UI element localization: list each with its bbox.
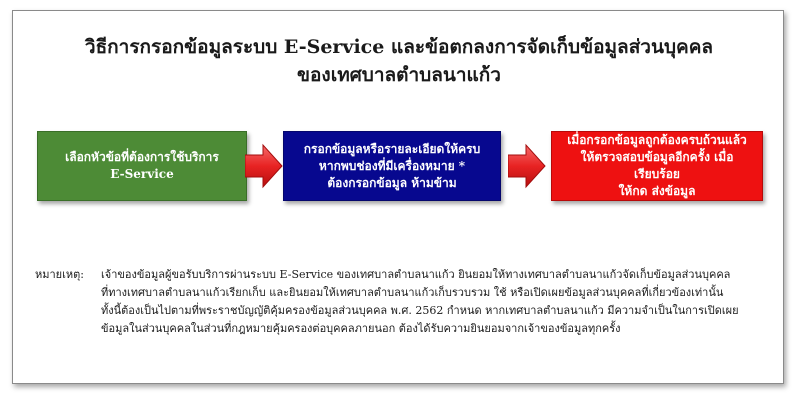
info-panel: วิธีการกรอกข้อมูลระบบ E-Service และข้อตก…: [12, 10, 784, 384]
step-fill-details: กรอกข้อมูลหรือรายละเอียดให้ครบ หากพบช่อง…: [283, 131, 501, 201]
step-select-service: เลือกหัวข้อที่ต้องการใช้บริการ E-Service: [37, 131, 247, 201]
step-1-line-1: เลือกหัวข้อที่ต้องการใช้บริการ: [65, 150, 219, 164]
step-2-line-3: ต้องกรอกข้อมูล ห้ามข้าม: [327, 175, 457, 190]
note-line-1: เจ้าของข้อมูลผู้ขอรับบริการผ่านระบบ E-Se…: [101, 268, 731, 281]
page-title-line-2: ของเทศบาลตำบลนาแก้ว: [297, 64, 501, 86]
note-line-3: ทั้งนี้ต้องเป็นไปตามที่พระราชบัญญัติคุ้ม…: [101, 304, 739, 317]
arrow-right-icon: [508, 143, 546, 189]
page-title: วิธีการกรอกข้อมูลระบบ E-Service และข้อตก…: [13, 33, 785, 89]
step-2-line-1: กรอกข้อมูลหรือรายละเอียดให้ครบ: [303, 141, 481, 156]
note-text: เจ้าของข้อมูลผู้ขอรับบริการผ่านระบบ E-Se…: [101, 266, 781, 338]
note-line-2: ที่ทางเทศบาลตำบลนาแก้วเรียกเก็บ และยินยอ…: [101, 286, 724, 299]
step-3-line-1: เมื่อกรอกข้อมูลถูกต้องครบถ้วนแล้ว: [567, 133, 747, 147]
step-3-line-3: ให้กด ส่งข้อมูล: [618, 184, 696, 198]
step-verify-submit: เมื่อกรอกข้อมูลถูกต้องครบถ้วนแล้ว ให้ตรว…: [551, 131, 763, 201]
note-line-4: ข้อมูลในส่วนบุคคลในส่วนที่กฎหมายคุ้มครอง…: [101, 322, 621, 335]
arrow-right-icon: [245, 143, 283, 189]
step-1-line-2: E-Service: [110, 167, 174, 181]
step-3-line-2: ให้ตรวจสอบข้อมูลอีกครั้ง เมื่อเรียบร้อย: [580, 150, 734, 181]
page-title-line-1: วิธีการกรอกข้อมูลระบบ E-Service และข้อตก…: [84, 36, 714, 58]
step-2-line-2: หากพบช่องที่มีเครื่องหมาย *: [318, 158, 466, 173]
note-label: หมายเหตุ:: [35, 268, 84, 281]
